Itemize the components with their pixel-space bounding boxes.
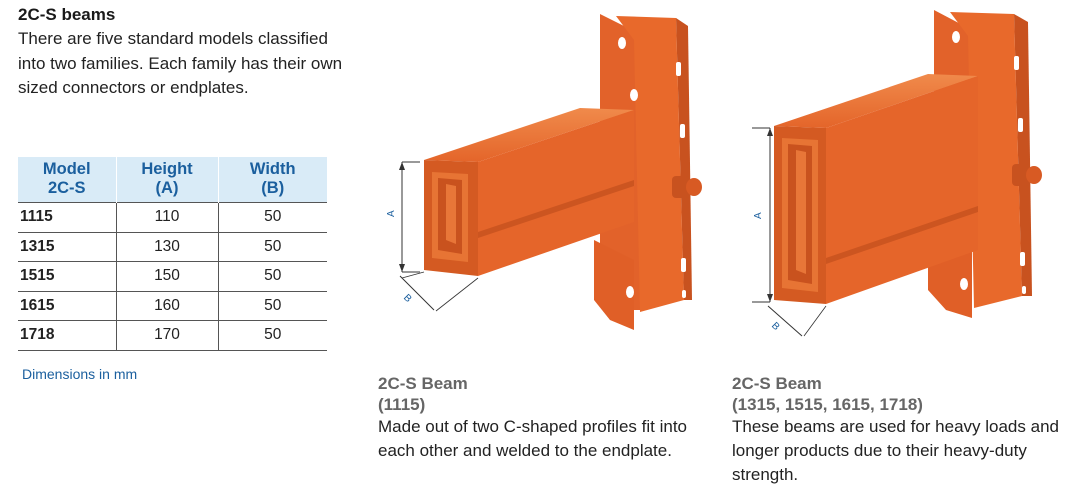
beam-1115-illustration: A B [386,14,702,330]
beam-heavy-illustration: A B [752,10,1042,337]
caption-body: These beams are used for heavy loads and… [732,417,1059,484]
cell-model: 1515 [18,261,116,292]
caption-models: (1315, 1515, 1615, 1718) [732,395,923,414]
cell-model: 1615 [18,291,116,321]
beam-heavy-caption: 2C-S Beam (1315, 1515, 1615, 1718) These… [732,373,1062,487]
safety-pin-knob [672,176,702,198]
cell-height: 160 [115,291,218,321]
cell-width: 50 [217,291,327,321]
beam-body [424,108,634,276]
header-height: Height(A) [115,157,218,203]
cell-width: 50 [217,232,327,262]
cell-height: 130 [115,232,218,262]
table-row: 1615 160 50 [18,291,327,321]
table-row: 1115 110 50 [18,202,327,233]
dimension-a-label: A [753,212,764,219]
dimensions-note: Dimensions in mm [22,366,138,382]
beam-body [774,74,978,304]
upright-post [594,14,692,330]
dimension-a-marker: A [386,161,420,273]
cell-model: 1115 [18,202,116,233]
cell-model: 1315 [18,232,116,262]
cell-height: 150 [115,261,218,292]
header-width: Width(B) [217,157,327,203]
beam-1115-caption: 2C-S Beam (1115) Made out of two C-shape… [378,373,708,463]
caption-models: (1115) [378,395,426,414]
caption-title: 2C-S Beam [732,374,822,393]
table-row: 1315 130 50 [18,232,327,262]
section-title: 2C-S beams [18,5,116,24]
cell-width: 50 [217,261,327,292]
intro-paragraph: There are five standard models classifie… [18,29,343,97]
dimension-a-label: A [386,210,397,217]
safety-pin-knob [1012,164,1042,186]
cell-width: 50 [217,202,327,233]
dimension-b-label: B [769,320,782,333]
cell-width: 50 [217,320,327,351]
cell-height: 170 [115,320,218,351]
table-row: 1718 170 50 [18,320,327,351]
dimension-b-marker: B [399,271,479,312]
dimension-b-marker: B [767,305,827,337]
caption-body: Made out of two C-shaped profiles fit in… [378,417,687,460]
cell-height: 110 [115,202,218,233]
dimension-b-label: B [401,292,414,305]
caption-title: 2C-S Beam [378,374,468,393]
dimension-a-marker: A [752,127,773,303]
cell-model: 1718 [18,320,116,351]
table-row: 1515 150 50 [18,261,327,292]
